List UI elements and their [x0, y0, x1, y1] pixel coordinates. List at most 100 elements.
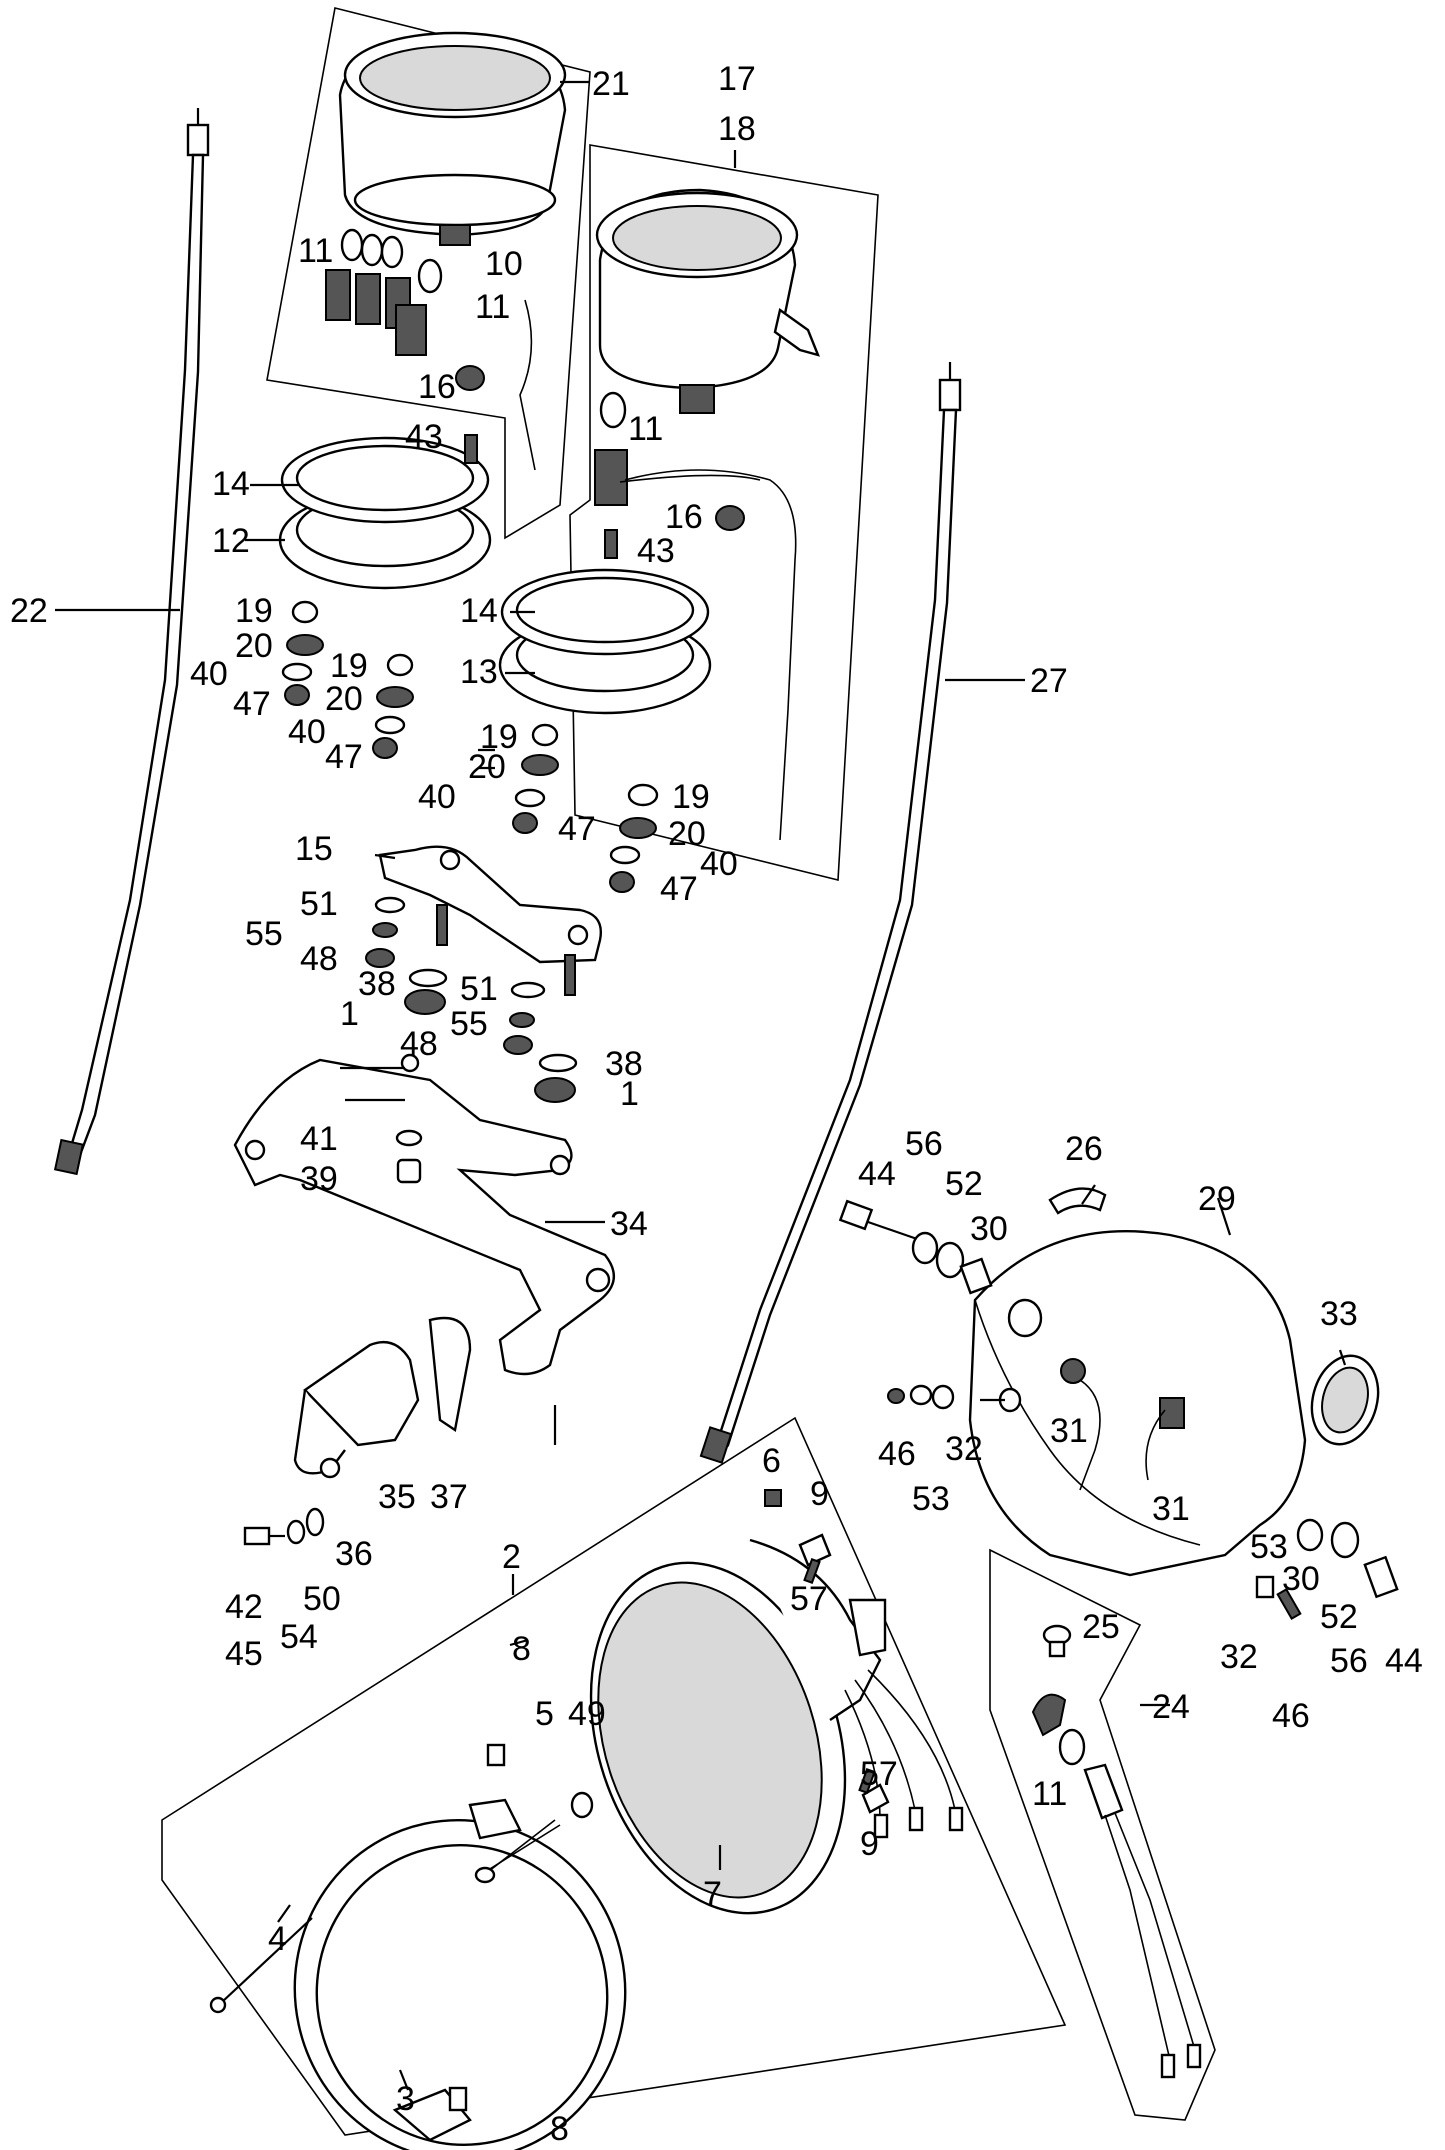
callout-53: 53: [912, 1480, 950, 1518]
callout-50: 50: [303, 1580, 341, 1618]
callout-43: 43: [637, 532, 675, 570]
callout-26: 26: [1065, 1130, 1103, 1168]
speedometer-cable: [53, 108, 210, 1176]
headlight-stay: [233, 1053, 615, 1376]
leader-lines: [55, 80, 1347, 2091]
callout-10: 10: [485, 245, 523, 283]
tachometer-bulb: [594, 391, 797, 841]
callout-56: 56: [905, 1125, 943, 1163]
speedometer-bulbs: [325, 228, 536, 471]
speedometer-group-frame: [266, 7, 591, 540]
callout-40: 40: [418, 778, 456, 816]
callout-52: 52: [1320, 1598, 1358, 1636]
callout-31: 31: [1050, 1412, 1088, 1450]
tachometer-group-frame: [569, 144, 879, 882]
callout-14: 14: [460, 592, 498, 630]
callout-36: 36: [335, 1535, 373, 1573]
callout-4: 4: [268, 1920, 287, 1958]
callout-19: 19: [672, 778, 710, 816]
callout-11: 11: [628, 410, 663, 448]
callout-14: 14: [212, 465, 250, 503]
callout-40: 40: [288, 713, 326, 751]
callout-42: 42: [225, 1588, 263, 1626]
callout-24: 24: [1152, 1688, 1190, 1726]
tachometer-case-ring: [498, 568, 712, 715]
callout-39: 39: [300, 1160, 338, 1198]
beam-mounting-nuts: [764, 1489, 890, 1814]
callout-41: 41: [300, 1120, 338, 1158]
callout-1: 1: [620, 1075, 639, 1113]
callout-31: 31: [1152, 1490, 1190, 1528]
meter-bracket: [378, 845, 602, 996]
headlight-adjusting-spring: [448, 1743, 594, 2112]
callout-7: 7: [703, 1875, 722, 1913]
callout-43: 43: [405, 418, 443, 456]
callout-44: 44: [858, 1155, 896, 1193]
clamp-bolt: [243, 1507, 325, 1546]
washer-stacks: [365, 896, 578, 1103]
callout-16: 16: [418, 368, 456, 406]
callout-47: 47: [233, 685, 271, 723]
callout-12: 12: [212, 522, 250, 560]
callout-1: 1: [340, 995, 359, 1033]
callout-32: 32: [1220, 1638, 1258, 1676]
callout-33: 33: [1320, 1295, 1358, 1333]
callout-21: 21: [592, 65, 630, 103]
callout-57: 57: [860, 1755, 898, 1793]
callout-30: 30: [970, 1210, 1008, 1248]
callout-8: 8: [512, 1630, 531, 1668]
callout-30: 30: [1282, 1560, 1320, 1598]
callout-48: 48: [400, 1025, 438, 1063]
callout-20: 20: [325, 680, 363, 718]
callout-35: 35: [378, 1478, 416, 1516]
callout-5: 5: [535, 1695, 554, 1733]
callout-22: 22: [10, 592, 48, 630]
callout-51: 51: [300, 885, 338, 923]
callout-38: 38: [605, 1045, 643, 1083]
callout-54: 54: [280, 1618, 318, 1656]
callout-45: 45: [225, 1635, 263, 1673]
callout-8: 8: [550, 2110, 569, 2148]
tachometer: [595, 188, 821, 414]
callout-11: 11: [1032, 1775, 1067, 1813]
callout-57: 57: [790, 1580, 828, 1618]
callout-20: 20: [668, 815, 706, 853]
steering-clamp: [293, 1316, 472, 1479]
speedometer: [338, 31, 567, 246]
case-cap: [1048, 1187, 1107, 1215]
callout-15: 15: [295, 830, 333, 868]
callout-2: 2: [502, 1538, 521, 1576]
callout-19: 19: [330, 647, 368, 685]
callout-52: 52: [945, 1165, 983, 1203]
callout-20: 20: [235, 627, 273, 665]
callout-19: 19: [235, 592, 273, 630]
grommet-stacks: [281, 365, 745, 893]
callout-47: 47: [558, 810, 596, 848]
callout-44: 44: [1385, 1642, 1423, 1680]
callout-6: 6: [762, 1442, 781, 1480]
callout-9: 9: [860, 1825, 879, 1863]
tachometer-cable: [699, 362, 962, 1464]
callout-29: 29: [1198, 1180, 1236, 1218]
wiring-harness-frame: [989, 1548, 1216, 2121]
callout-55: 55: [450, 1005, 488, 1043]
callout-56: 56: [1330, 1642, 1368, 1680]
callout-40: 40: [190, 655, 228, 693]
callout-48: 48: [300, 940, 338, 978]
callout-numbers: 21 1 7 1 8 11 10 11 16 43 11 16 43 14 12 1…: [10, 60, 1423, 2148]
callout-47: 47: [660, 870, 698, 908]
callout-47: 47: [325, 738, 363, 776]
callout-53: 53: [1250, 1528, 1288, 1566]
sealed-beam-unit: [589, 1538, 964, 1915]
callout-46: 46: [1272, 1697, 1310, 1735]
callout-27: 27: [1030, 662, 1068, 700]
callout-55: 55: [245, 915, 283, 953]
callout-38: 38: [358, 965, 396, 1003]
headlight-case: [968, 1229, 1380, 1577]
callout-11: 11: [298, 232, 333, 270]
callout-16: 16: [665, 498, 703, 536]
case-bolts: [838, 1199, 1399, 1620]
speedometer-case-ring: [278, 436, 492, 590]
callout-19: 19: [480, 718, 518, 756]
